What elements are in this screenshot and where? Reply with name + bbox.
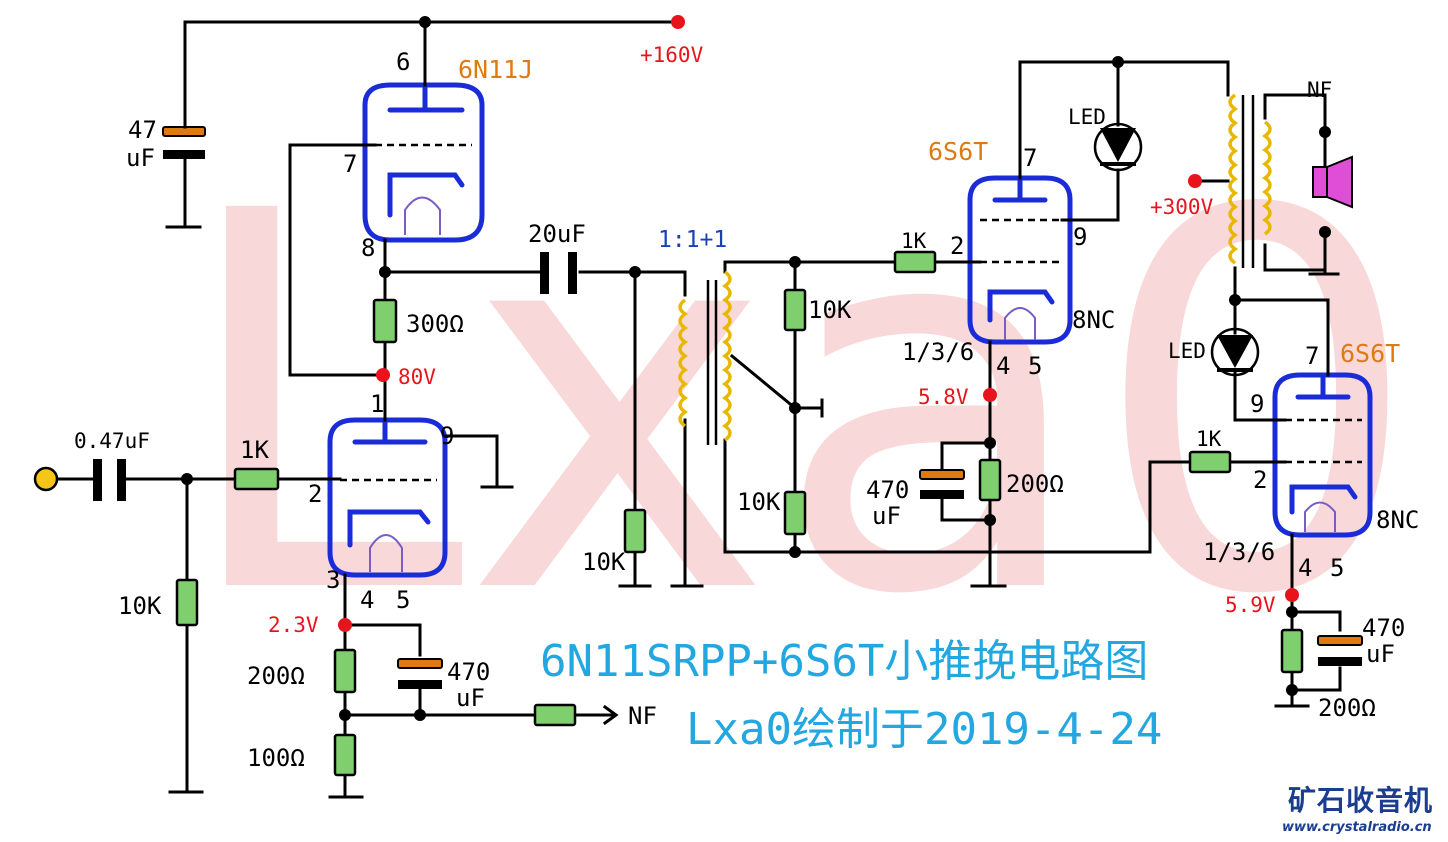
labels: +160V +300V 6N11J 6S6T 6S6T 47 uF 20uF 0… [74,43,1419,772]
tube-6s6t-a [967,175,1073,345]
pins-136-a-label: 1/3/6 [902,338,974,366]
resistor-1k-grid-a [893,250,937,274]
tube-6s6t-a-label: 6S6T [928,137,988,166]
r10k-lower-value: 10K [737,488,781,516]
nf-speaker-label: NF [1307,78,1332,102]
voltage-2-3v: 2.3V [268,613,319,637]
pin-a-9: 9 [1073,223,1087,251]
capacitor-047uf [93,459,126,501]
r200-a-value: 200Ω [247,662,305,690]
c470-c-unit: uF [1366,640,1395,668]
nc-b-label: 8NC [1376,506,1419,534]
pin-a-7: 7 [1023,144,1037,172]
pin-b-7: 7 [1305,342,1319,370]
c470-c-value: 470 [1362,614,1405,642]
capacitor-47uf [162,118,206,159]
pin-8: 8 [361,234,375,262]
tube-6s6t-b-label: 6S6T [1340,339,1400,368]
pin-a-4: 4 [996,352,1010,380]
capacitors [93,118,1363,689]
output-transformer [1228,93,1272,268]
speaker-icon [1312,155,1353,209]
r300-value: 300Ω [406,310,464,338]
resistor-nf [533,703,577,727]
voltage-5-8v: 5.8V [918,385,969,409]
resistor-100-ohm [333,733,357,777]
c470-a-unit: uF [456,684,485,712]
resistor-200-ohm-b [1280,628,1304,674]
pin-2: 2 [308,480,322,508]
tube-6n11-upper [362,82,485,243]
r1k-b-value: 1K [1196,427,1222,451]
c20-value: 20uF [528,220,586,248]
supply-160v-label: +160V [640,43,704,67]
capacitor-470uf-a [397,658,443,689]
pin-b-5: 5 [1330,554,1344,582]
tube-6n11-lower [327,417,448,578]
c470-b-unit: uF [872,502,901,530]
voltage-5-9v: 5.9V [1225,593,1276,617]
resistor-10k-input [175,578,199,627]
r10k-grid-value: 10K [582,548,626,576]
r200-b-value: 200Ω [1006,470,1064,498]
site-logo: 矿石收音机 [1288,784,1434,817]
pin-b-9: 9 [1250,390,1264,418]
resistor-10k-lower [783,490,807,536]
pin-b-4: 4 [1298,554,1312,582]
diagram-title: 6N11SRPP+6S6T小推挽电路图 [540,636,1148,687]
r1k-input-value: 1K [240,436,269,464]
c47-unit: uF [126,144,155,172]
pin-5: 5 [396,586,410,614]
pin-4: 4 [360,586,374,614]
pin-a-5: 5 [1028,352,1042,380]
led-b-icon [1210,327,1260,377]
capacitor-470uf-b [919,469,965,499]
pin-9: 9 [440,422,454,450]
nc-a-label: 8NC [1072,306,1115,334]
pin-b-2: 2 [1253,466,1267,494]
junction-nodes [33,15,1331,721]
c47-value: 47 [128,116,157,144]
r10k-upper-value: 10K [808,296,852,324]
r10k-input-value: 10K [118,592,162,620]
resistor-1k-input [233,467,280,491]
supply-300v-label: +300V [1150,195,1214,219]
voltage-80v: 80V [398,365,436,389]
pin-a-2: 2 [950,232,964,260]
led-a-icon [1093,122,1143,172]
resistor-300-ohm [372,298,398,344]
led-a-label: LED [1068,105,1106,129]
resistor-1k-grid-b [1188,450,1232,474]
resistor-200-ohm-a [978,458,1002,502]
tube-6s6t-b [1272,372,1373,538]
r1k-a-value: 1K [901,229,927,253]
nf-output-label: NF [628,702,657,730]
pins-136-b-label: 1/3/6 [1203,538,1275,566]
pin-6: 6 [396,48,410,76]
capacitor-470uf-c [1317,635,1363,666]
resistor-10k-grid [623,508,647,554]
c470-b-value: 470 [866,476,909,504]
resistor-200-ohm-cathode [333,648,357,694]
ratio-label: 1:1+1 [658,227,727,253]
interstage-transformer [678,270,732,445]
pin-3: 3 [326,566,340,594]
capacitor-20uf [540,252,577,294]
c470-a-value: 470 [447,658,490,686]
tube-6n11j-label: 6N11J [458,55,533,84]
r100-value: 100Ω [247,744,305,772]
led-b-label: LED [1168,339,1206,363]
diagram-author-date: Lxa0绘制于2019-4-24 [686,704,1162,755]
resistor-10k-upper [783,288,807,332]
pin-1: 1 [370,390,384,418]
pin-7: 7 [343,150,357,178]
c047-value: 0.47uF [74,429,150,453]
site-url: www.crystalradio.cn [1282,820,1432,835]
r200-c-value: 200Ω [1318,694,1376,722]
resistors [175,250,1304,777]
input-jack-icon [33,466,59,492]
